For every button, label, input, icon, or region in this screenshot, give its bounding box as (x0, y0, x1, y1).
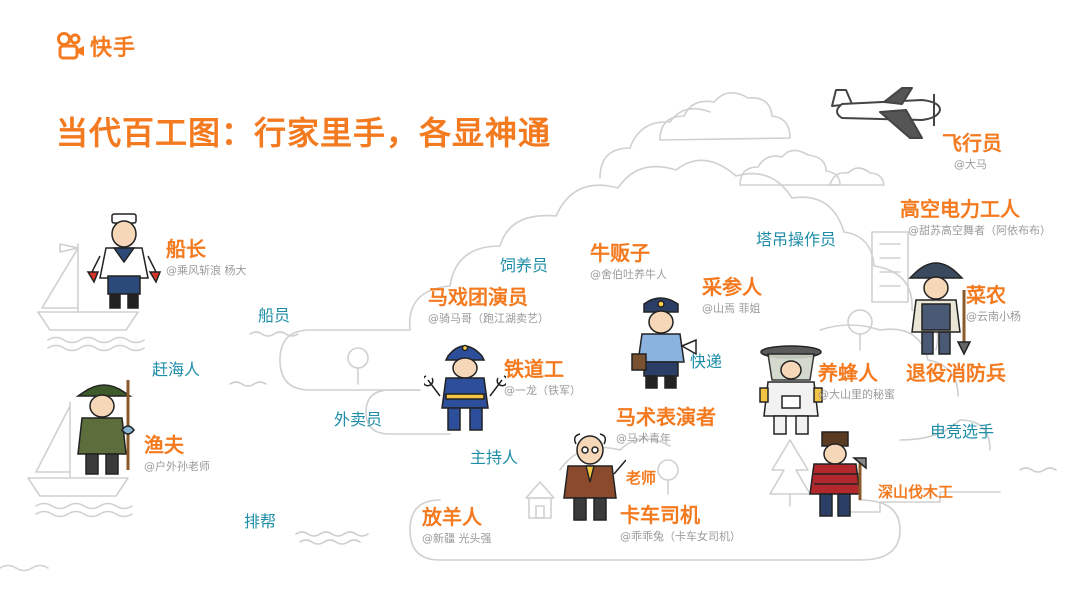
wave-shape (47, 344, 145, 352)
tag-crane: 塔吊操作员 (756, 230, 837, 249)
role-captain: 船长 @乘风斩浪 杨大 (166, 238, 247, 278)
role-name: 卡车司机 (620, 503, 700, 527)
role-handle[interactable]: @马术青年 (616, 432, 671, 445)
wave-shape (299, 539, 361, 545)
role-name: 老师 (626, 469, 657, 487)
wave-shape (0, 564, 49, 572)
boat-shape (37, 311, 139, 331)
role-beekeeper: 养蜂人 @大山里的秘蜜 (818, 362, 895, 402)
kuaishou-camera-icon (57, 32, 84, 60)
wave-shape (1019, 467, 1057, 473)
wave-shape (229, 381, 267, 387)
railway-worker-figure (424, 344, 506, 431)
role-handle[interactable]: @乖乖兔（卡车女司机） (620, 530, 741, 543)
role-rail: 铁道工 @一龙（铁军） (504, 358, 581, 398)
role-handle[interactable]: @云南小杨 (966, 310, 1021, 323)
cloud-outline (559, 438, 671, 471)
role-handle[interactable]: @大山里的秘蜜 (818, 388, 895, 401)
cloud-shape (739, 149, 841, 186)
role-name: 菜农 (966, 283, 1006, 307)
plane-icon (831, 87, 941, 139)
role-name: 马术表演者 (616, 405, 716, 429)
role-name: 放羊人 (422, 505, 482, 529)
beekeeper-figure (759, 345, 823, 435)
role-name: 飞行员 (942, 131, 1002, 155)
cloud-outline (819, 324, 959, 397)
role-farmer: 菜农 @云南小杨 (966, 284, 1021, 324)
role-fisherman: 渔夫 @户外孙老师 (144, 434, 210, 474)
role-shepherd: 放羊人 @新疆 光头强 (422, 506, 492, 546)
role-name: 马戏团演员 (428, 285, 528, 309)
role-horse-show: 马术表演者 @马术青年 (616, 406, 716, 446)
role-name: 高空电力工人 (900, 197, 1020, 221)
brand-logo[interactable]: 快手 (56, 30, 136, 62)
role-handle[interactable]: @新疆 光头强 (422, 532, 492, 545)
sailor-figure (86, 213, 162, 309)
wave-shape (35, 502, 133, 510)
boat-shape (27, 477, 129, 497)
role-handle[interactable]: @舍伯吐养牛人 (590, 268, 667, 281)
role-handle[interactable]: @乘风斩浪 杨大 (166, 264, 247, 277)
role-handle[interactable]: @户外孙老师 (144, 460, 210, 473)
logger-figure (809, 431, 867, 517)
role-ginseng: 采参人 @山焉 菲姐 (702, 276, 762, 316)
tree-shape (347, 347, 369, 369)
tag-esports: 电竞选手 (930, 422, 995, 441)
cloud-shape (659, 92, 791, 141)
cloud-shape (829, 167, 885, 186)
cloud-outline (409, 499, 901, 561)
tag-courier: 快递 (690, 352, 723, 371)
cloud-outline (899, 419, 991, 451)
role-name: 牛贩子 (590, 241, 650, 265)
fisherman-figure (75, 380, 135, 475)
role-cattle: 牛贩子 @舍伯吐养牛人 (590, 242, 667, 282)
role-logger: 深山伐木工 (878, 484, 953, 501)
cloud-outline (365, 389, 451, 435)
tag-host: 主持人 (470, 448, 519, 467)
postman-figure (631, 297, 697, 389)
wave-shape (295, 531, 369, 537)
house-shape (525, 481, 555, 499)
road-shape (839, 491, 1001, 513)
cloud-outline (408, 159, 939, 351)
role-name: 船长 (166, 237, 206, 261)
role-name: 深山伐木工 (878, 483, 954, 501)
page-title: 当代百工图：行家里手，各显神通 (56, 114, 552, 152)
cloud-outline (279, 329, 421, 391)
tree-shape (657, 459, 679, 481)
role-handle[interactable]: @山焉 菲姐 (702, 302, 761, 315)
role-handle[interactable]: @骑马哥（跑江湖卖艺） (428, 312, 549, 325)
role-teacher: 老师 (626, 470, 656, 487)
tag-sailor: 船员 (258, 306, 291, 325)
role-handle[interactable]: @大马 (954, 158, 987, 171)
role-handle[interactable]: @一龙（铁军） (504, 384, 581, 397)
farmer-figure (908, 262, 972, 356)
tag-beach: 赶海人 (152, 360, 201, 379)
teacher-figure (563, 433, 626, 521)
role-name: 退役消防兵 (906, 361, 1006, 385)
role-truck: 卡车司机 @乖乖兔（卡车女司机） (620, 504, 741, 544)
wave-shape (35, 510, 133, 518)
wave-shape (47, 336, 145, 344)
role-name: 渔夫 (144, 433, 184, 457)
role-name: 采参人 (702, 275, 762, 299)
role-hv-worker: 高空电力工人 @甜苏高空舞者（阿依布布） (900, 198, 1051, 238)
building-shape (871, 231, 909, 303)
tree-shape (847, 309, 873, 335)
role-veteran: 退役消防兵 (906, 362, 1006, 384)
role-name: 铁道工 (504, 357, 564, 381)
role-name: 养蜂人 (818, 361, 878, 385)
brand-name: 快手 (90, 36, 137, 61)
tag-feeder: 饲养员 (500, 256, 549, 275)
wave-shape (249, 331, 299, 337)
flag-shape (59, 243, 79, 253)
role-handle[interactable]: @甜苏高空舞者（阿依布布） (908, 224, 1051, 237)
cloud-outline (599, 107, 711, 179)
tag-delivery: 外卖员 (334, 410, 383, 429)
tag-helper: 排帮 (244, 512, 277, 531)
role-circus: 马戏团演员 @骑马哥（跑江湖卖艺） (428, 286, 549, 326)
role-pilot: 飞行员 @大马 (942, 132, 1002, 172)
